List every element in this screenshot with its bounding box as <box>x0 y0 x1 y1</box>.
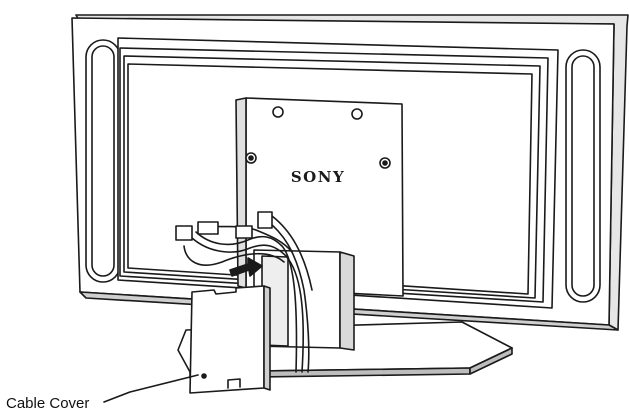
callout-leader-line <box>103 374 199 403</box>
brand-logo: SONY <box>291 168 345 186</box>
cable-cover-label: Cable Cover <box>6 395 90 412</box>
cable-bundle <box>183 215 313 373</box>
cable-cover-panel <box>189 285 271 394</box>
right-speaker-grille <box>565 49 601 303</box>
insertion-arrow-icon <box>229 257 263 277</box>
screw-top-left <box>272 106 284 118</box>
screw-top-right <box>351 108 363 120</box>
left-speaker-grille <box>85 39 121 283</box>
cable-connectors <box>175 211 273 241</box>
mounting-plate <box>235 97 404 297</box>
